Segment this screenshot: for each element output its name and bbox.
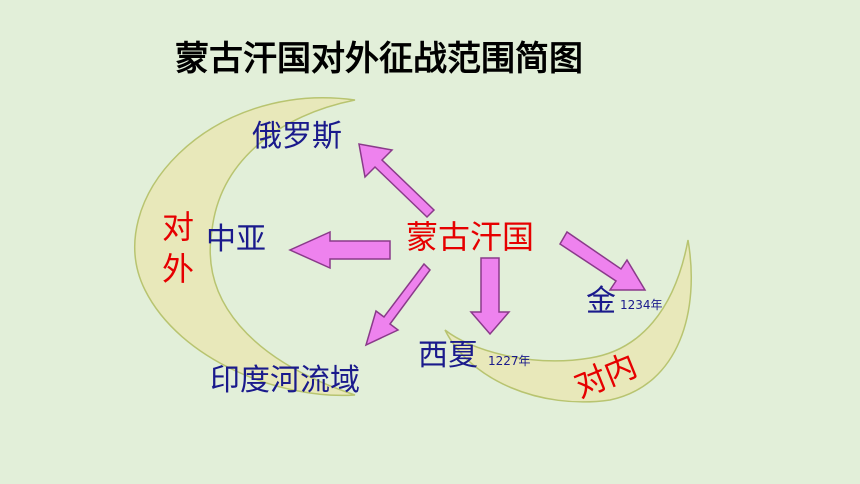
place-jin: 金 bbox=[586, 284, 616, 319]
xixia-year: 1227年 bbox=[488, 354, 531, 368]
arrow-to-russia bbox=[358, 143, 436, 219]
arrow-to-jin bbox=[558, 230, 647, 291]
place-central-asia: 中亚 bbox=[206, 222, 266, 257]
external-label-char-1: 对 bbox=[162, 208, 194, 246]
arrow-to-central-asia bbox=[288, 230, 391, 270]
external-crescent bbox=[134, 97, 356, 397]
place-russia: 俄罗斯 bbox=[252, 119, 342, 154]
internal-crescent bbox=[444, 239, 692, 403]
place-xixia: 西夏 bbox=[418, 338, 478, 373]
place-indus: 印度河流域 bbox=[210, 363, 360, 398]
arrow-to-indus bbox=[364, 262, 431, 347]
external-label-char-2: 外 bbox=[162, 250, 194, 288]
jin-year: 1234年 bbox=[620, 298, 663, 312]
diagram-title: 蒙古汗国对外征战范围简图 bbox=[175, 39, 583, 79]
center-label: 蒙古汗国 bbox=[406, 218, 534, 256]
arrow-to-xixia bbox=[469, 257, 511, 336]
